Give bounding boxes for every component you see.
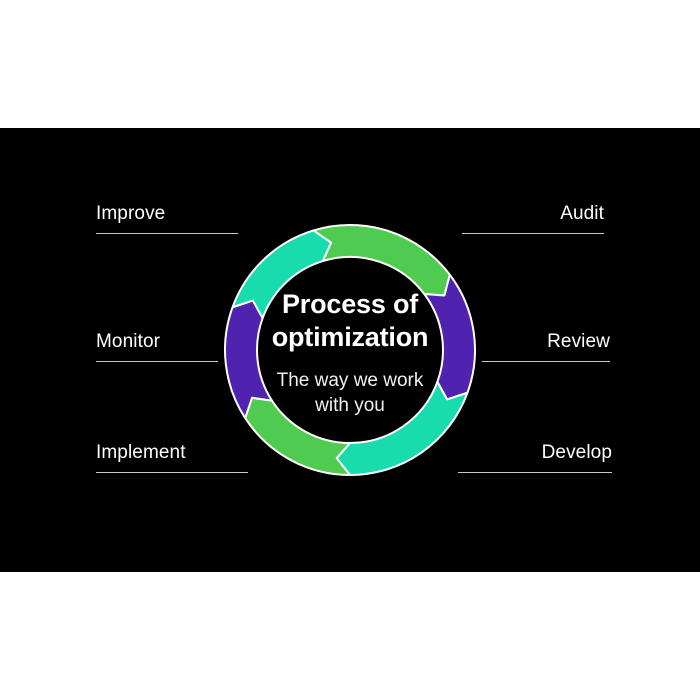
center-subtitle-line-2: with you (315, 395, 385, 416)
callout-label-audit[interactable]: Audit (560, 203, 604, 224)
ring-segment-improve[interactable] (231, 229, 333, 320)
process-cycle-diagram (224, 224, 476, 476)
callout-label-implement[interactable]: Implement (96, 442, 186, 463)
donut-ring (224, 224, 476, 476)
callout-rule-audit (462, 233, 604, 234)
callout-label-monitor[interactable]: Monitor (96, 331, 161, 352)
ring-segment-audit[interactable] (312, 224, 451, 297)
callout-rule-implement (96, 472, 248, 473)
callout-rule-improve (96, 233, 238, 234)
center-subtitle-line-1: The way we work (276, 370, 424, 391)
callout-rule-monitor (96, 361, 218, 362)
callout-rule-review (482, 361, 610, 362)
callout-rule-develop (458, 472, 612, 473)
callout-label-review[interactable]: Review (547, 331, 610, 352)
center-title-line-1: Process of (281, 289, 419, 319)
callout-label-improve[interactable]: Improve (96, 203, 166, 224)
callout-label-develop[interactable]: Develop (541, 442, 612, 463)
center-title-line-2: optimization (271, 322, 429, 352)
